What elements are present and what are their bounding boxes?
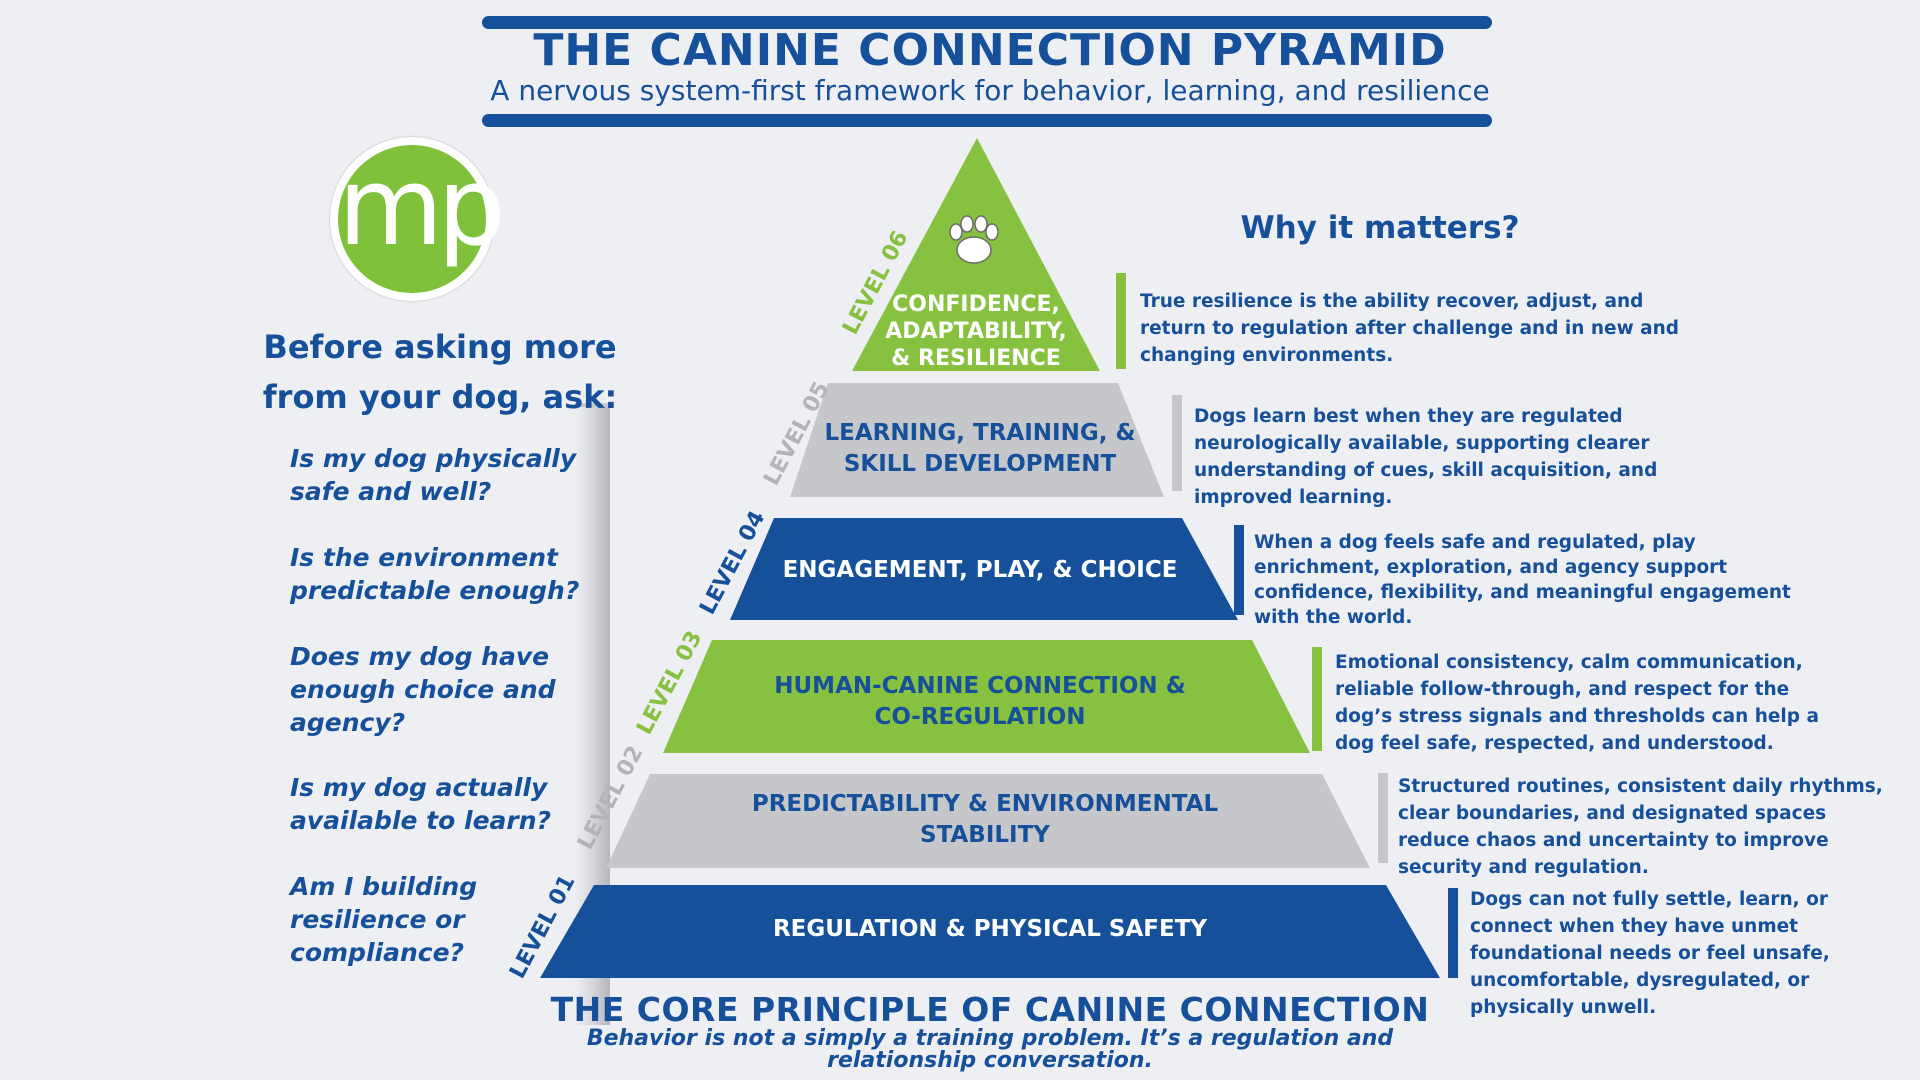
tier-label-line: & RESILIENCE (891, 346, 1061, 368)
question-item: Does my dog have enough choice and agenc… (290, 642, 556, 737)
core-principle-text: Behavior is not a simply a training prob… (586, 1026, 1394, 1073)
ask-heading-line-2: from your dog, ask: (262, 378, 618, 416)
question-item: Is the environment predictable enough? (290, 543, 580, 605)
questions-panel (0, 405, 610, 1025)
tier-label-line: CO-REGULATION (874, 704, 1086, 730)
logo-text: mp (338, 145, 506, 270)
why-it-matters-heading: Why it matters? (1240, 210, 1520, 246)
tier-label-line: HUMAN-CANINE CONNECTION & (774, 673, 1186, 699)
mp-logo: mp (330, 137, 506, 301)
core-principle-title: THE CORE PRINCIPLE OF CANINE CONNECTION (550, 990, 1430, 1029)
tier-label-3: HUMAN-CANINE CONNECTION & CO-REGULATION (700, 671, 1260, 733)
desc-level-6: True resilience is the ability recover, … (1140, 291, 1680, 366)
desc-accent-bar-1 (1448, 888, 1458, 978)
desc-level-5: Dogs learn best when they are regulated … (1194, 406, 1658, 508)
pyramid-tier-1 (540, 885, 1440, 978)
tier-label-1: REGULATION & PHYSICAL SAFETY (640, 914, 1340, 945)
desc-accent-bar-5 (1172, 395, 1182, 491)
desc-level-1: Dogs can not fully settle, learn, or con… (1470, 889, 1830, 1018)
logo-circle: mp (338, 145, 506, 293)
desc-accent-bar-3 (1312, 647, 1322, 751)
tier-label-4: ENGAGEMENT, PLAY, & CHOICE (760, 555, 1200, 586)
tier-label-5: LEARNING, TRAINING, & SKILL DEVELOPMENT (810, 418, 1150, 480)
tier-label-line: PREDICTABILITY & ENVIRONMENTAL (751, 791, 1219, 817)
tier-label-line: ENGAGEMENT, PLAY, & CHOICE (782, 557, 1178, 583)
tier-label-6: CONFIDENCE, ADAPTABILITY, & RESILIENCE (856, 291, 1096, 368)
pyramid-tier-4 (730, 518, 1238, 620)
paw-print-icon (949, 215, 999, 264)
pyramid-tier-5 (790, 383, 1164, 497)
desc-level-3: Emotional consistency, calm communicatio… (1335, 652, 1819, 754)
header-rule-bottom (482, 114, 1492, 127)
ask-heading: Before asking more from your dog, ask: (240, 322, 640, 422)
page-subtitle: A nervous system-first framework for beh… (490, 74, 1490, 107)
desc-accent-bar-2 (1378, 773, 1388, 863)
header-rule-top (482, 16, 1492, 29)
desc-accent-bar-6 (1116, 273, 1126, 369)
tier-label-line: ADAPTABILITY, (885, 319, 1067, 344)
question-item: Am I building resilience or compliance? (290, 872, 478, 967)
tier-label-line: SKILL DEVELOPMENT (843, 451, 1117, 477)
question-item: Is my dog physically safe and well? (290, 444, 577, 506)
questions-panel-edge (575, 403, 610, 407)
desc-level-4: When a dog feels safe and regulated, pla… (1254, 532, 1791, 628)
pyramid-tier-3 (663, 640, 1310, 753)
ask-heading-line-1: Before asking more (263, 328, 617, 366)
desc-level-2: Structured routines, consistent daily rh… (1398, 776, 1883, 878)
question-item: Is my dog actually available to learn? (290, 773, 552, 835)
tier-label-line: STABILITY (920, 822, 1050, 848)
tier-label-line: REGULATION & PHYSICAL SAFETY (772, 916, 1208, 942)
desc-accent-bar-4 (1234, 525, 1244, 615)
tier-label-2: PREDICTABILITY & ENVIRONMENTAL STABILITY (680, 789, 1290, 851)
tier-label-line: LEARNING, TRAINING, & (824, 420, 1136, 446)
pyramid-tier-2 (606, 774, 1370, 868)
tier-label-line: CONFIDENCE, (892, 292, 1060, 317)
page-title: THE CANINE CONNECTION PYRAMID (533, 25, 1447, 76)
